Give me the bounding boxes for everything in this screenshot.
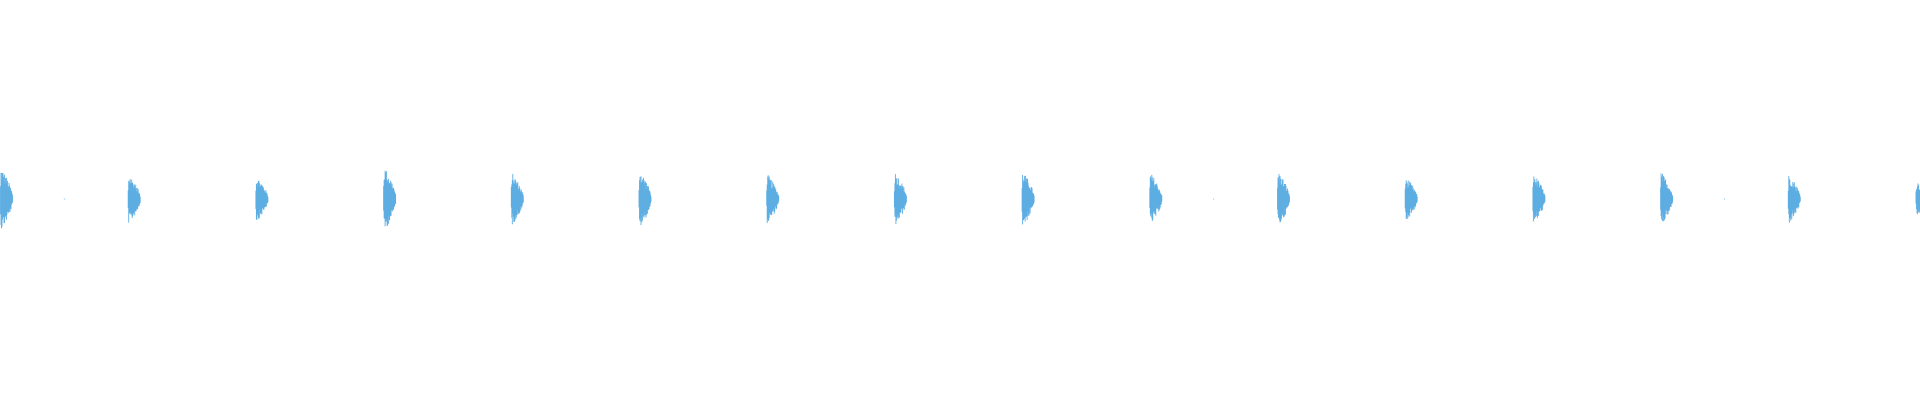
waveform-burst — [510, 173, 524, 225]
waveform-burst — [1021, 174, 1035, 225]
waveform-burst — [127, 179, 141, 223]
waveform-burst — [1149, 174, 1163, 221]
waveform-burst — [1532, 176, 1546, 222]
waveform-burst — [1787, 176, 1801, 223]
waveform-burst — [0, 172, 13, 229]
waveform-burst — [1660, 173, 1674, 222]
waveform-burst — [1915, 183, 1920, 215]
waveform-burst — [766, 175, 780, 224]
waveform-group — [0, 170, 1920, 229]
waveform-burst — [383, 170, 397, 227]
waveform-burst — [1277, 174, 1290, 223]
waveform-burst — [1404, 180, 1418, 220]
waveform-burst — [893, 174, 907, 225]
waveform-burst — [638, 176, 652, 226]
waveform-burst — [255, 180, 269, 220]
